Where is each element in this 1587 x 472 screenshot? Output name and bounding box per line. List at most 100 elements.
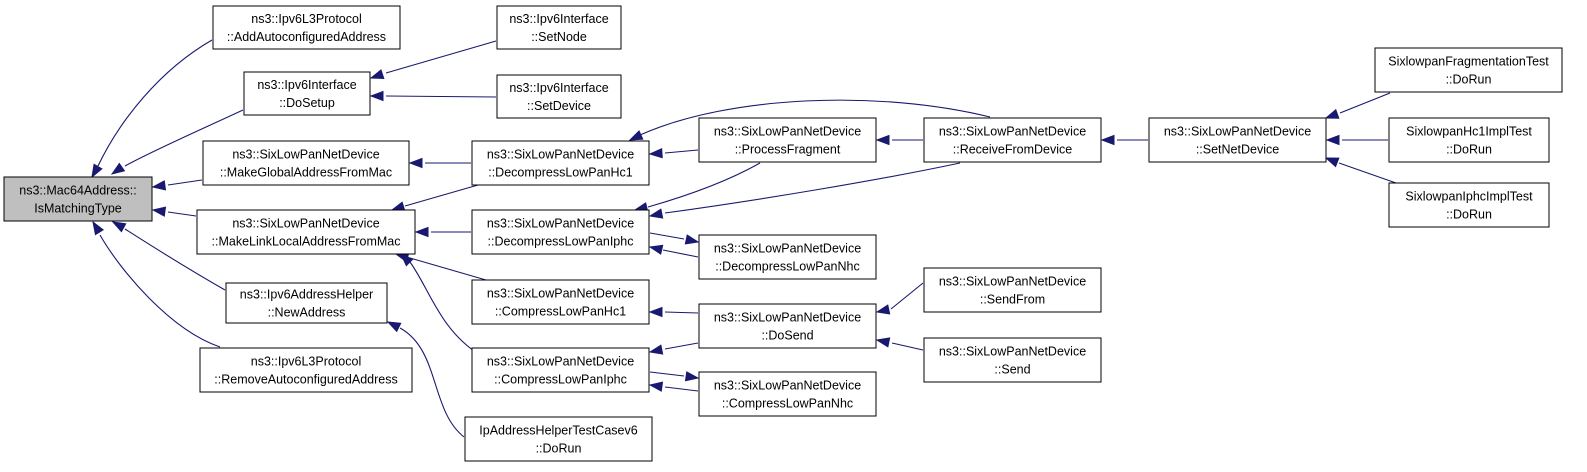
- node-label-line: ns3::Ipv6AddressHelper: [240, 288, 373, 302]
- edge-line: [639, 99, 991, 136]
- arrowhead-icon: [648, 306, 663, 318]
- node-label-line: ns3::SixLowPanNetDevice: [487, 217, 634, 231]
- arrowhead-icon: [648, 244, 664, 255]
- graph-node-makeglobal[interactable]: ns3::SixLowPanNetDevice::MakeGlobalAddre…: [202, 140, 410, 186]
- edge-line: [647, 162, 761, 208]
- arrowhead-icon: [151, 206, 167, 217]
- node-box: [698, 234, 877, 280]
- edge-line: [124, 228, 226, 291]
- call-edge-makeglobal-to-root: [151, 179, 203, 191]
- edge-line: [385, 40, 497, 74]
- node-label-line: ns3::Ipv6Interface: [509, 81, 608, 95]
- edge-line: [1339, 92, 1391, 114]
- arrowhead-icon: [111, 221, 127, 233]
- node-label-line: ns3::SixLowPanNetDevice: [232, 148, 379, 162]
- node-label-line: ns3::SixLowPanNetDevice: [939, 125, 1086, 139]
- call-edge-deciphc-to-makelinklocal: [414, 226, 471, 238]
- node-label-line: ::CompressLowPanIphc: [494, 373, 627, 387]
- node-box: [225, 282, 388, 324]
- graph-node-makelinklocal[interactable]: ns3::SixLowPanNetDevice::MakeLinkLocalAd…: [196, 209, 416, 255]
- graph-node-decnhc[interactable]: ns3::SixLowPanNetDevice::DecompressLowPa…: [698, 234, 877, 280]
- node-label-line: ns3::SixLowPanNetDevice: [714, 242, 861, 256]
- node-label-line: ns3::Mac64Address::: [19, 184, 136, 198]
- node-label-line: ::SetDevice: [527, 99, 591, 113]
- graph-node-dosend[interactable]: ns3::SixLowPanNetDevice::DoSend: [698, 303, 877, 349]
- arrowhead-icon: [628, 130, 644, 141]
- node-box: [212, 5, 401, 50]
- graph-node-compiphc[interactable]: ns3::SixLowPanNetDevice::CompressLowPanI…: [471, 347, 650, 393]
- node-label-line: ::DoSetup: [279, 96, 335, 110]
- graph-node-deciphc[interactable]: ns3::SixLowPanNetDevice::DecompressLowPa…: [471, 209, 650, 255]
- node-box: [496, 74, 622, 119]
- call-edge-compnhc-to-compiphc: [648, 381, 699, 392]
- edge-line: [99, 234, 221, 348]
- node-box: [1388, 182, 1550, 228]
- edge-line: [891, 342, 924, 351]
- graph-node-addautoconf[interactable]: ns3::Ipv6L3Protocol::AddAutoconfiguredAd…: [212, 5, 401, 50]
- arrowhead-icon: [414, 226, 429, 238]
- node-box: [3, 176, 153, 222]
- arrowhead-icon: [408, 157, 423, 169]
- graph-node-setdevice[interactable]: ns3::Ipv6Interface::SetDevice: [496, 74, 622, 119]
- graph-node-receivefrom[interactable]: ns3::SixLowPanNetDevice::ReceiveFromDevi…: [923, 117, 1102, 163]
- call-edge-dosend-to-compiphc: [648, 342, 699, 355]
- node-label-line: SixlowpanHc1ImplTest: [1406, 125, 1532, 139]
- node-label-line: ::MakeLinkLocalAddressFromMac: [212, 235, 401, 249]
- call-edge-setnetdevice-to-receivefrom: [1100, 134, 1148, 146]
- node-box: [1148, 117, 1327, 163]
- graph-node-fragtest[interactable]: SixlowpanFragmentationTest::DoRun: [1374, 47, 1563, 93]
- graph-node-setnode[interactable]: ns3::Ipv6Interface::SetNode: [496, 5, 622, 50]
- edge-line: [664, 311, 699, 314]
- node-label-line: ns3::SixLowPanNetDevice: [939, 275, 1086, 289]
- arrowhead-icon: [875, 304, 891, 315]
- node-label-line: ::ProcessFragment: [735, 143, 841, 157]
- edge-line: [664, 386, 699, 392]
- node-box: [202, 140, 410, 186]
- call-edge-deciphc-to-decnhc: [649, 232, 700, 245]
- graph-node-compnhc[interactable]: ns3::SixLowPanNetDevice::CompressLowPanN…: [698, 371, 877, 417]
- node-box: [471, 140, 650, 186]
- graph-node-removeautoconf[interactable]: ns3::Ipv6L3Protocol::RemoveAutoconfigure…: [199, 347, 413, 393]
- graph-node-setnetdevice[interactable]: ns3::SixLowPanNetDevice::SetNetDevice: [1148, 117, 1327, 163]
- call-edge-iphctest-to-setnetdevice: [1324, 157, 1397, 184]
- node-label-line: ns3::SixLowPanNetDevice: [1164, 125, 1311, 139]
- arrowhead-icon: [151, 180, 167, 191]
- node-label-line: ::SetNode: [531, 30, 587, 44]
- edge-line: [664, 149, 699, 154]
- edge-line: [890, 282, 924, 310]
- call-edge-dosetup-to-root: [110, 109, 244, 175]
- graph-node-iphctest[interactable]: SixlowpanIphcImplTest::DoRun: [1388, 182, 1550, 228]
- graph-node-send[interactable]: ns3::SixLowPanNetDevice::Send: [923, 337, 1102, 383]
- call-edge-receivefrom-to-deciphc: [648, 162, 961, 219]
- node-label-line: ::DoSend: [761, 329, 813, 343]
- node-box: [1388, 117, 1550, 163]
- graph-node-iptest[interactable]: IpAddressHelperTestCasev6::DoRun: [464, 416, 653, 462]
- call-edge-dechc1-to-makelinklocal: [390, 184, 479, 212]
- call-edge-send-to-dosend: [875, 337, 924, 351]
- call-edge-newaddress-to-root: [111, 221, 226, 291]
- node-label-line: ::ReceiveFromDevice: [953, 143, 1073, 157]
- call-edge-comphc1-to-makelinklocal: [394, 252, 487, 281]
- node-box: [196, 209, 416, 255]
- graph-node-dechc1[interactable]: ns3::SixLowPanNetDevice::DecompressLowPa…: [471, 140, 650, 186]
- graph-node-processfrag[interactable]: ns3::SixLowPanNetDevice::ProcessFragment: [698, 117, 877, 163]
- call-edge-setnode-to-dosetup: [369, 40, 497, 80]
- edge-line: [404, 184, 479, 207]
- graph-node-comphc1[interactable]: ns3::SixLowPanNetDevice::CompressLowPanH…: [471, 279, 650, 325]
- graph-node-sendfrom[interactable]: ns3::SixLowPanNetDevice::SendFrom: [923, 267, 1102, 313]
- node-label-line: ::AddAutoconfiguredAddress: [227, 30, 386, 44]
- arrowhead-icon: [110, 162, 126, 175]
- node-label-line: ::DoRun: [1446, 73, 1492, 87]
- call-edge-receivefrom-to-processfrag: [875, 134, 923, 146]
- graph-node-hc1test[interactable]: SixlowpanHc1ImplTest::DoRun: [1388, 117, 1550, 163]
- graph-node-dosetup[interactable]: ns3::Ipv6Interface::DoSetup: [243, 71, 371, 116]
- node-label-line: ns3::Ipv6Interface: [257, 78, 356, 92]
- arrowhead-icon: [648, 381, 664, 392]
- node-box: [471, 209, 650, 255]
- call-edge-decnhc-to-deciphc: [648, 244, 699, 258]
- graph-node-newaddress[interactable]: ns3::Ipv6AddressHelper::NewAddress: [225, 282, 388, 324]
- node-box: [496, 5, 622, 50]
- node-label-line: ns3::SixLowPanNetDevice: [714, 311, 861, 325]
- node-label-line: ::SendFrom: [980, 293, 1045, 307]
